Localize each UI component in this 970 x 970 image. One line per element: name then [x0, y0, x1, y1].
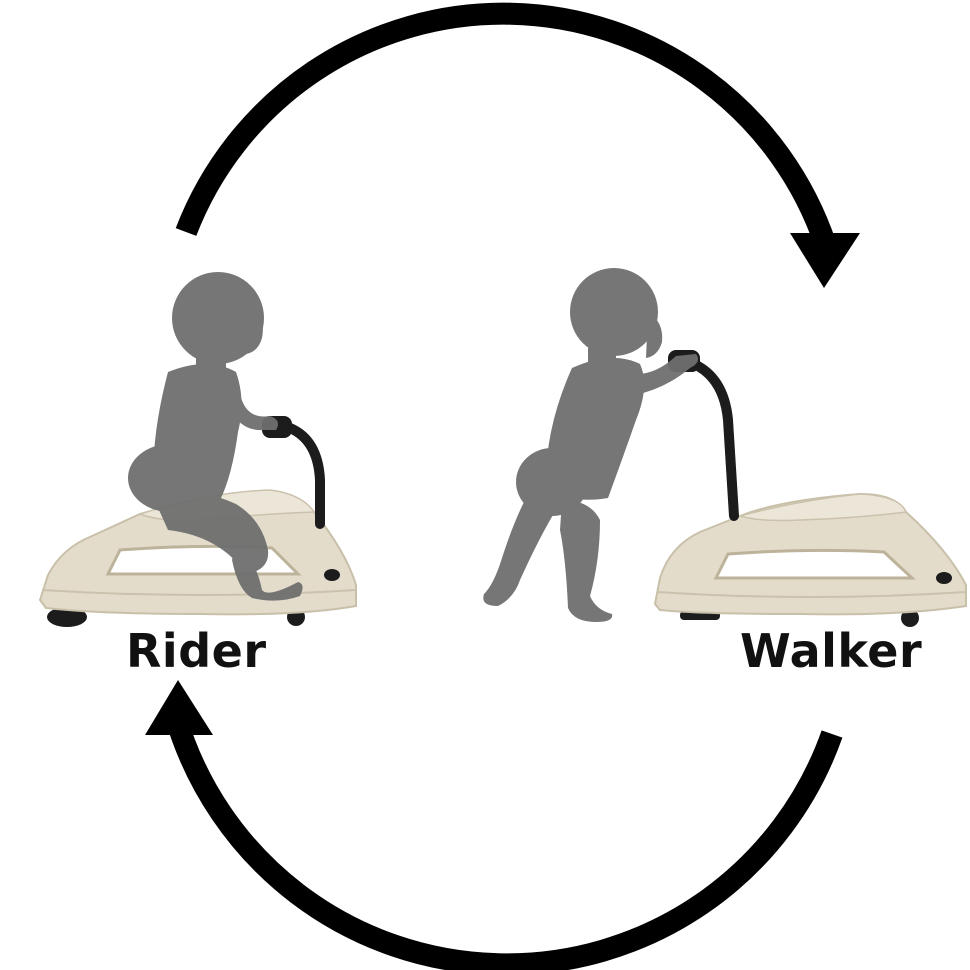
walker-label: Walker	[740, 624, 923, 678]
bottom-cycle-arrow-icon	[145, 680, 843, 970]
walker-toy	[653, 350, 967, 627]
top-cycle-arrow-icon	[175, 2, 860, 288]
walker-child-silhouette	[483, 268, 698, 622]
rider-toy	[38, 416, 357, 627]
rider-label: Rider	[126, 624, 267, 678]
rider-child-silhouette	[128, 272, 303, 601]
